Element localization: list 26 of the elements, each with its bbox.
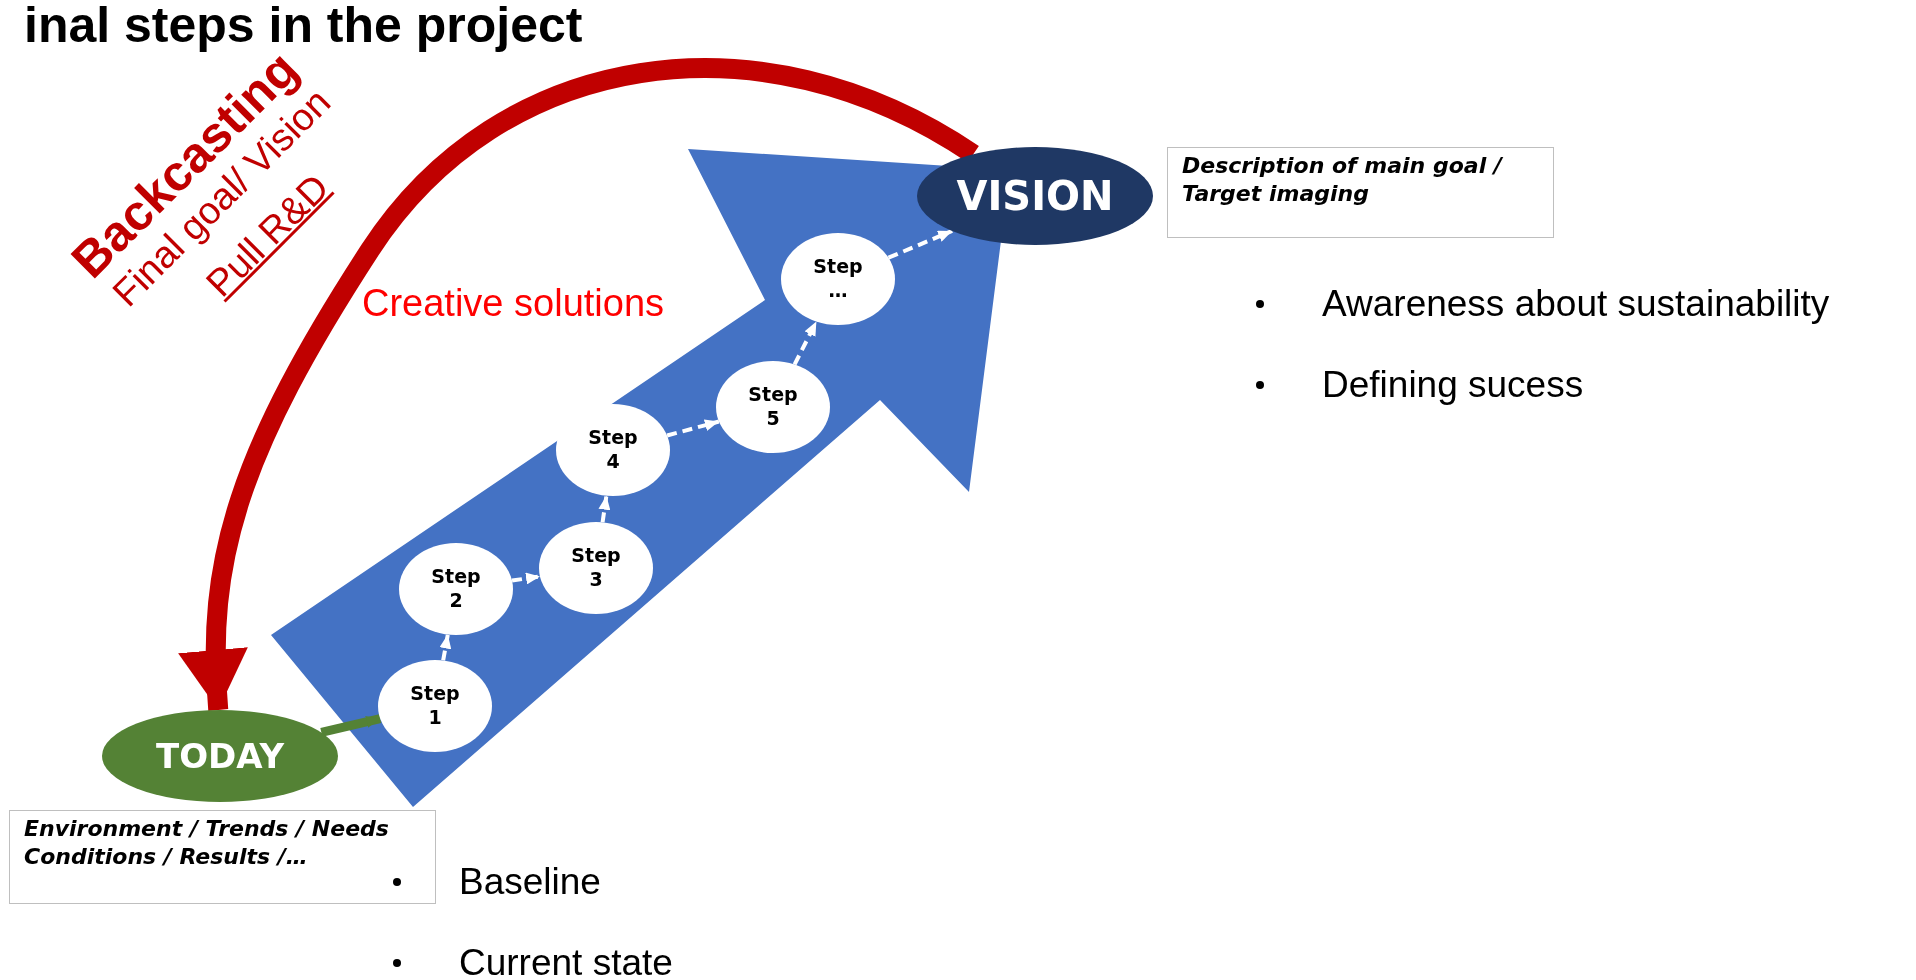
description-box xyxy=(1167,147,1554,238)
arrow xyxy=(511,572,541,585)
description-box xyxy=(9,810,436,904)
ellipse-label: TODAY xyxy=(156,734,284,778)
step-label: Step 4 xyxy=(587,426,639,474)
arrow xyxy=(320,714,382,737)
step-label: Step 2 xyxy=(430,565,482,613)
step-label: Step 5 xyxy=(747,383,799,431)
description-text: Description of main goal / Target imaging xyxy=(1182,152,1504,207)
step-label: Step … xyxy=(812,255,864,303)
annotation-text: Creative solutions xyxy=(362,283,665,325)
arrow xyxy=(887,229,953,260)
bullet-text: Current state xyxy=(459,942,673,980)
ellipse-label: VISION xyxy=(956,172,1114,221)
step-label: Step 3 xyxy=(570,544,622,592)
slide-title: inal steps in the project xyxy=(24,0,583,54)
description-text: Environment / Trends / Needs Conditions / Results /… xyxy=(24,815,390,870)
arrow xyxy=(179,58,979,711)
arrow xyxy=(439,634,452,661)
bullet-text: Baseline xyxy=(459,861,601,903)
arrow xyxy=(598,495,611,523)
step-label: Step 1 xyxy=(409,682,461,730)
bullet-text: Awareness about sustainability xyxy=(1322,283,1830,325)
arrow xyxy=(792,320,819,366)
bullet-text: Defining sucess xyxy=(1322,364,1584,406)
arrow xyxy=(666,419,720,438)
